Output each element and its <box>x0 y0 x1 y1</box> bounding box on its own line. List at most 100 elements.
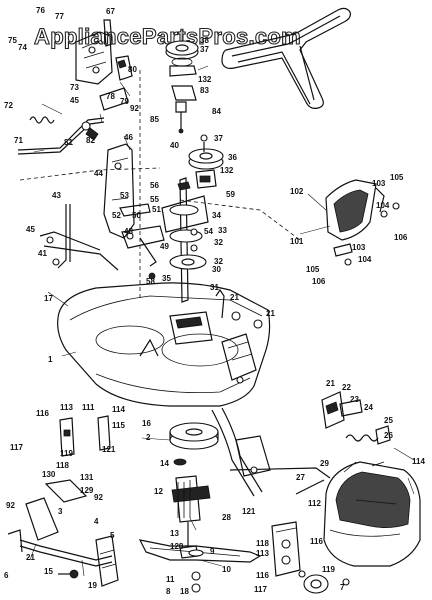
part-label: 21 <box>230 293 239 302</box>
part-label: 41 <box>38 249 47 258</box>
part-label: 92 <box>94 493 103 502</box>
shift-rod <box>17 117 105 155</box>
part-label: 105 <box>390 173 404 182</box>
part-label: 51 <box>152 205 161 214</box>
engine-pulley <box>165 40 199 134</box>
part-label: 15 <box>44 567 53 576</box>
part-label: 45 <box>26 225 35 234</box>
part-label: 104 <box>358 255 372 264</box>
part-label: 53 <box>120 191 129 200</box>
part-label: 56 <box>150 181 159 190</box>
part-label: 111 <box>82 403 95 412</box>
part-label: 34 <box>212 211 221 220</box>
part-label: 130 <box>42 470 56 479</box>
part-labels: 76 77 67 75 74 38 37 80 73 78 79 92 132 … <box>4 6 425 596</box>
part-label: 35 <box>162 274 171 283</box>
part-label: 132 <box>198 75 212 84</box>
part-label: 113 <box>60 403 73 412</box>
part-label: 7 <box>340 583 345 592</box>
part-label: 26 <box>384 431 393 440</box>
part-label: 92 <box>130 104 139 113</box>
part-label: 112 <box>308 499 321 508</box>
part-label: 72 <box>4 101 13 110</box>
part-label: 30 <box>212 265 221 274</box>
part-label: 75 <box>8 36 17 45</box>
part-label: 132 <box>220 166 234 175</box>
part-label: 103 <box>352 243 366 252</box>
part-label: 58 <box>146 277 155 286</box>
part-label: 116 <box>36 409 49 418</box>
part-label: 29 <box>320 459 329 468</box>
part-label: 114 <box>112 405 125 414</box>
part-label: 21 <box>26 553 35 562</box>
part-label: 43 <box>52 191 61 200</box>
part-label: 121 <box>102 445 116 454</box>
gauge-wheel-bracket <box>271 521 306 578</box>
part-label: 37 <box>214 134 223 143</box>
part-label: 22 <box>342 383 351 392</box>
part-label: 54 <box>204 227 213 236</box>
part-label: 5 <box>110 531 115 540</box>
part-label: 3 <box>58 507 63 516</box>
part-label: 117 <box>10 443 23 452</box>
part-label: 115 <box>112 421 125 430</box>
part-label: 76 <box>36 6 45 15</box>
part-label: 101 <box>290 237 304 246</box>
part-label: 32 <box>214 238 223 247</box>
part-label: 73 <box>70 83 79 92</box>
part-label: 45 <box>70 96 79 105</box>
part-label: 79 <box>120 97 129 106</box>
part-label: 8 <box>166 587 171 596</box>
part-label: 14 <box>160 459 169 468</box>
part-label: 119 <box>60 449 73 458</box>
deck-hanger-bracket <box>321 391 391 445</box>
part-label: 116 <box>256 571 269 580</box>
part-label: 105 <box>306 265 320 274</box>
blade-pulley <box>169 422 219 450</box>
linkage-rods <box>39 204 119 271</box>
part-label: 85 <box>150 115 159 124</box>
part-label: 44 <box>94 169 103 178</box>
part-label: 113 <box>256 549 269 558</box>
part-label: 55 <box>150 195 159 204</box>
lift-bracket <box>119 203 165 280</box>
part-label: 38 <box>200 36 209 45</box>
part-label: 31 <box>210 283 219 292</box>
part-label: 37 <box>200 45 209 54</box>
idler-pulley <box>188 134 224 189</box>
part-label: 21 <box>326 379 335 388</box>
part-label: 2 <box>146 433 151 442</box>
spring <box>29 116 55 124</box>
part-label: 23 <box>350 395 359 404</box>
part-label: 106 <box>312 277 326 286</box>
drive-belt <box>221 7 351 109</box>
part-label: 4 <box>94 517 99 526</box>
leader-lines <box>29 30 415 577</box>
part-label: 10 <box>222 565 231 574</box>
part-label: 116 <box>310 537 323 546</box>
part-label: 33 <box>218 226 227 235</box>
watermark-text: AppliancePartsPros.com <box>34 24 301 49</box>
belt-guide <box>211 407 271 497</box>
part-label: 106 <box>394 233 408 242</box>
part-label: 114 <box>412 457 425 466</box>
part-label: 36 <box>228 153 237 162</box>
part-label: 74 <box>18 43 27 52</box>
gauge-wheel <box>303 574 350 594</box>
part-label: 32 <box>214 257 223 266</box>
part-label: 25 <box>384 416 393 425</box>
part-label: 48 <box>124 227 133 236</box>
part-label: 13 <box>170 529 179 538</box>
part-label: 67 <box>106 7 115 16</box>
part-label: 77 <box>55 12 64 21</box>
part-label: 129 <box>80 486 94 495</box>
part-label: 28 <box>222 513 231 522</box>
part-label: 24 <box>364 403 373 412</box>
part-label: 6 <box>4 571 9 580</box>
part-label: 78 <box>106 92 115 101</box>
part-label: 121 <box>242 507 256 516</box>
idler-bracket-assembly <box>75 19 133 111</box>
part-label: 104 <box>376 201 390 210</box>
discharge-chute <box>323 461 421 567</box>
